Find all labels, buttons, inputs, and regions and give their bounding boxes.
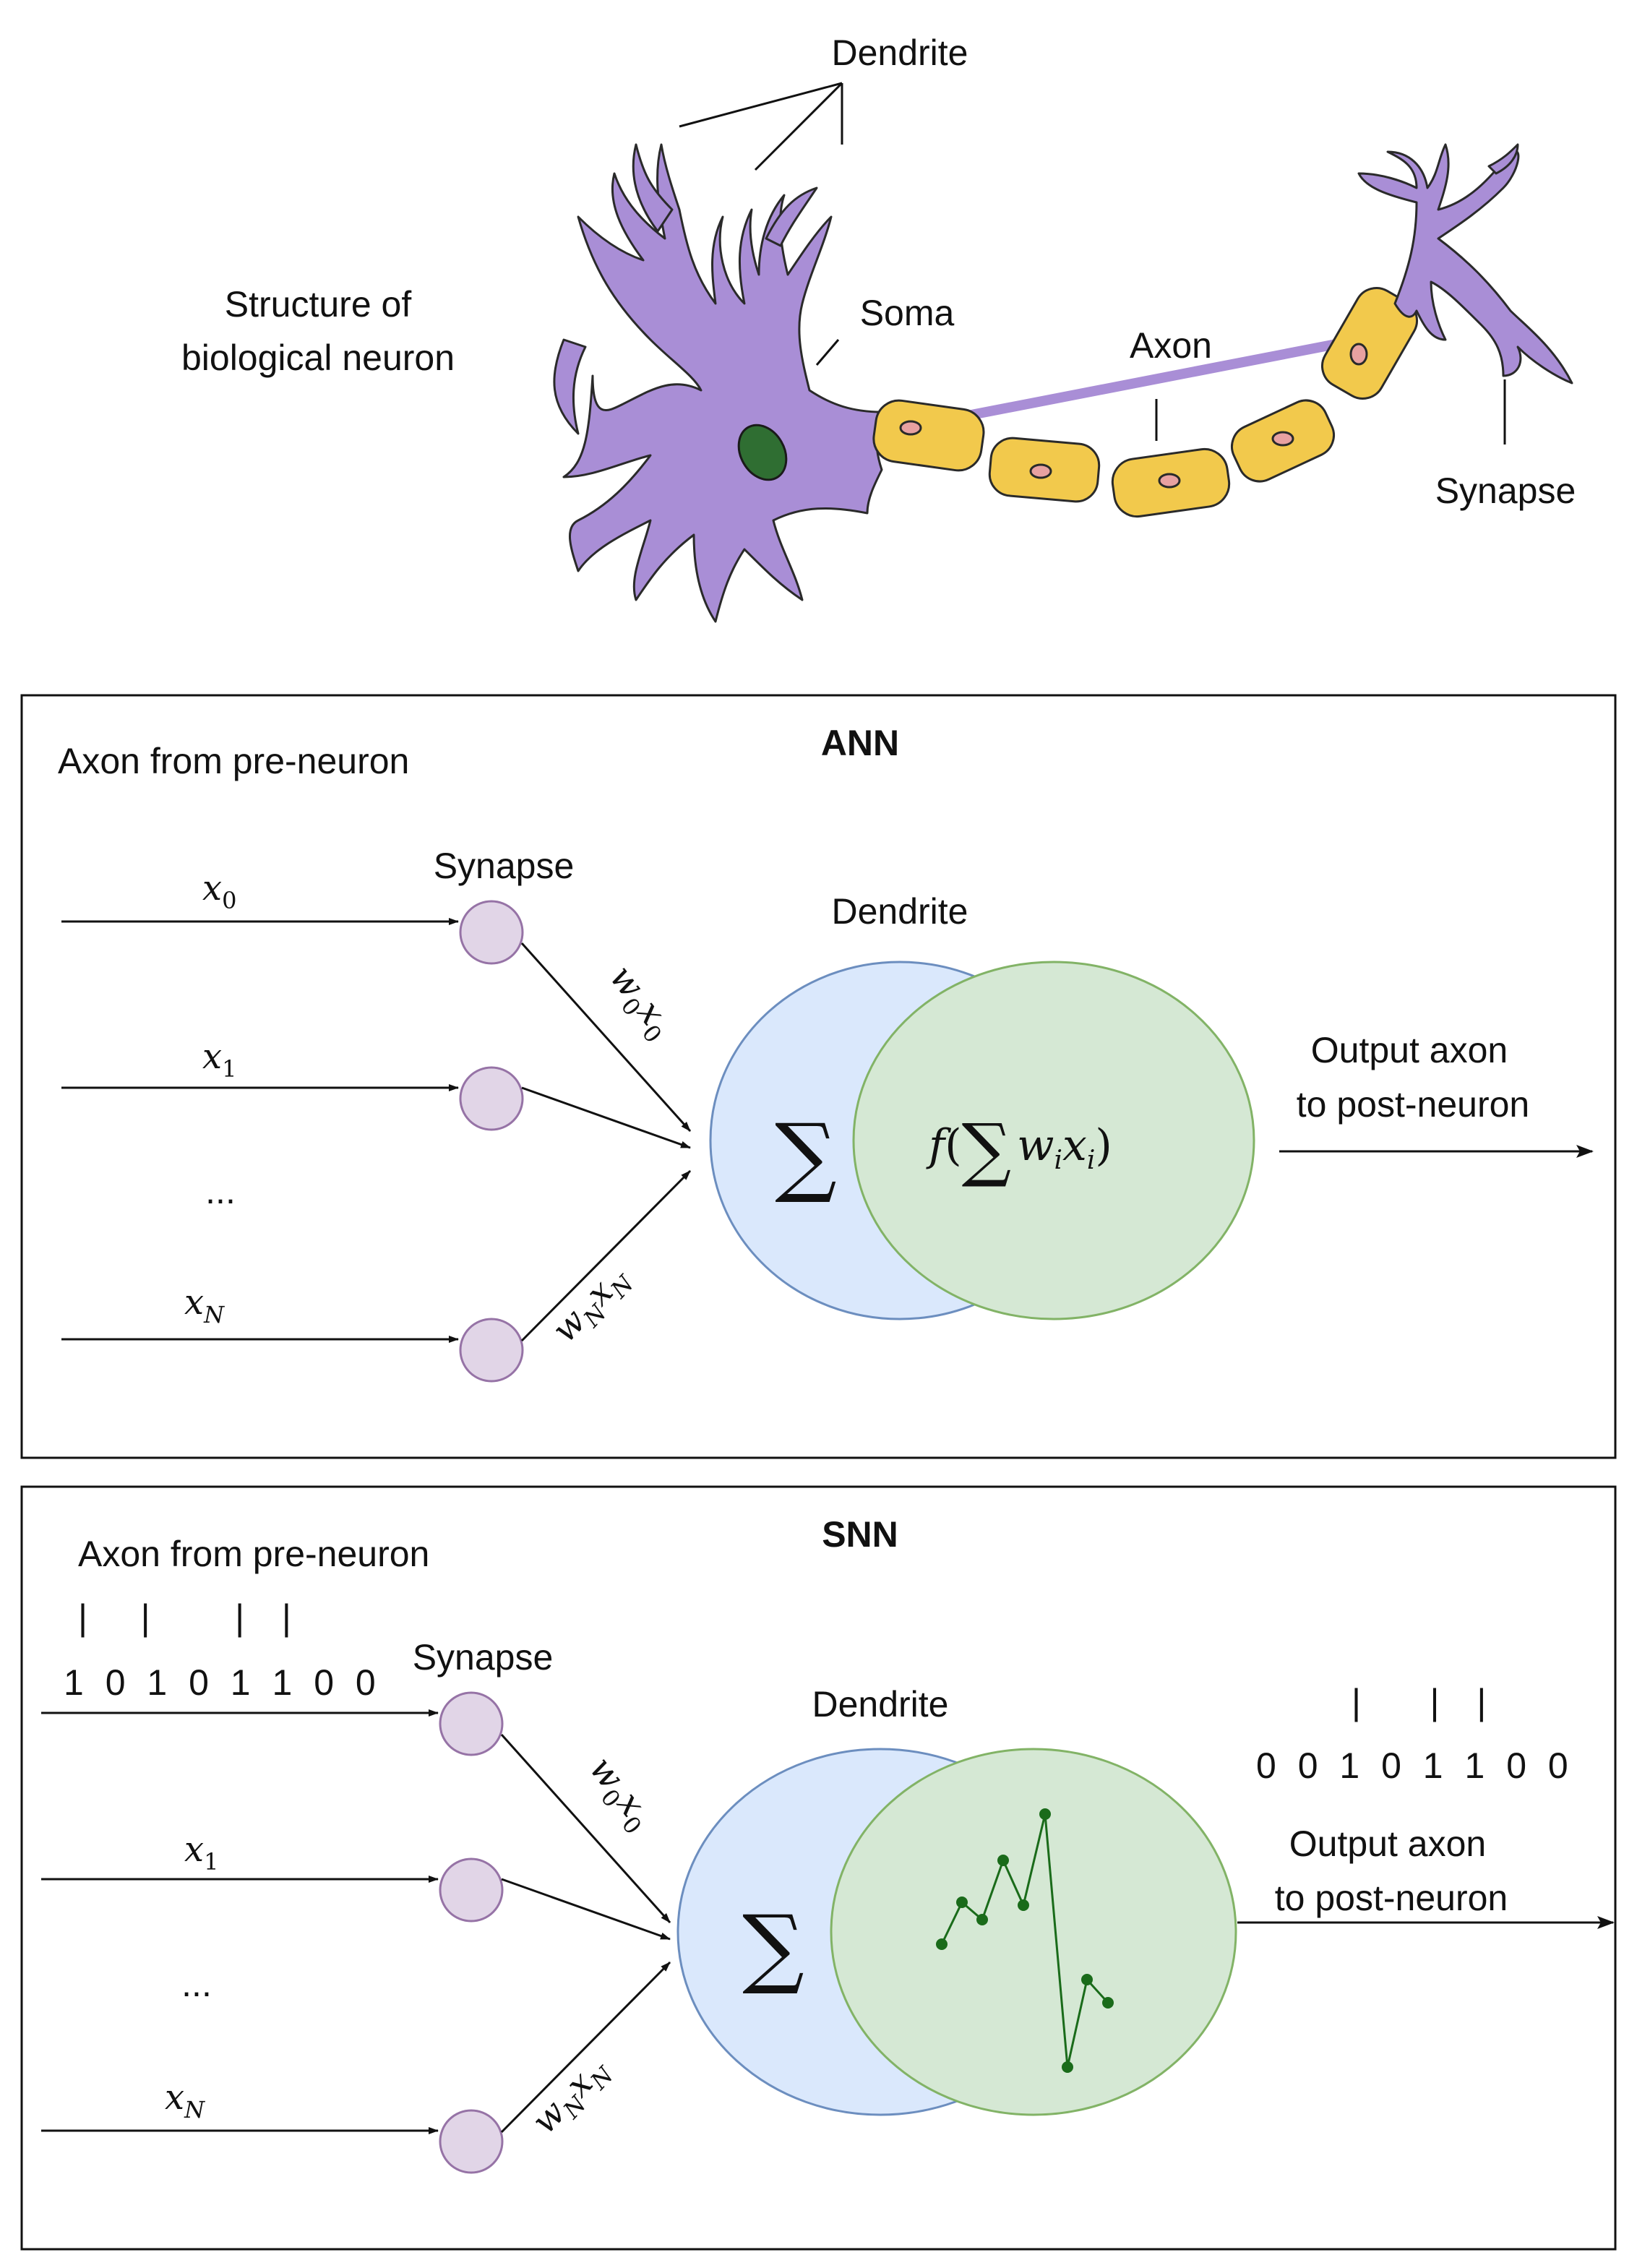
ann-ellipsis: ... [205,1171,236,1211]
ann-x1-label: x1 [202,1036,236,1083]
ann-synapse-label: Synapse [434,846,575,886]
snn-out-spike-marks: | | | [1352,1682,1492,1722]
bio-synapse-label: Synapse [1435,471,1576,511]
snn-dendrite-label: Dendrite [812,1684,949,1724]
trace-point [936,1938,948,1950]
snn-frame [20,1485,1617,2251]
snn-axon-label: Axon from pre-neuron [78,1534,429,1574]
ann-activation-circle [852,961,1255,1320]
ann-synapse-node-0 [459,900,524,965]
ann-frame [20,694,1617,1459]
ann-weight-arrow-1 [521,1086,691,1149]
snn-membrane-trace [936,1808,1114,2073]
trace-point [1018,1899,1029,1911]
snn-synapse-node-N [439,2109,504,2174]
snn-out-bits: 0 0 1 0 1 1 0 0 [1256,1745,1574,1786]
ann-synapse-node-N [459,1318,524,1383]
bio-axon-label: Axon [1130,325,1212,366]
trace-point [1062,2061,1073,2073]
ann-sum-symbol: ∑ [775,1106,837,1206]
ann-panel: ANN Axon from pre-neuron Synapse Dendrit… [20,694,1617,1459]
ann-weight-arrow-0 [520,942,692,1133]
snn-weight-arrow-0 [500,1733,671,1924]
trace-point [997,1855,1009,1866]
snn-activation-circle [830,1748,1237,2116]
biological-neuron-section: Structure of biological neuron [181,33,1576,623]
bio-title-line1: Structure of [225,284,412,325]
snn-weight-arrow-1 [501,1878,671,1941]
trace-point [976,1914,988,1925]
ann-axon-label: Axon from pre-neuron [58,741,409,781]
snn-spike-bits: 1 0 1 0 1 1 0 0 [64,1662,382,1703]
ann-output-line1: Output axon [1311,1030,1508,1070]
ann-title: ANN [821,723,899,763]
ann-x0-label: x0 [202,868,236,914]
ann-output-line2: to post-neuron [1297,1084,1529,1125]
snn-xN-label: xN [165,2077,205,2123]
ann-synapse-node-1 [459,1066,524,1131]
ann-xN-label: xN [184,1282,225,1328]
ann-activation-formula: f(∑wixi) [926,1109,1112,1190]
trace-point [1081,1974,1093,1985]
snn-synapse-node-1 [439,1857,504,1923]
snn-synapse-node-0 [439,1691,504,1756]
snn-ellipsis: ... [181,1964,212,2004]
snn-weight-arrow-N [500,1961,671,2134]
ann-w0x0-label: w0x0 [597,958,682,1048]
snn-output-line2: to post-neuron [1275,1878,1508,1918]
neuron-cell-body [553,143,883,623]
snn-panel: SNN Axon from pre-neuron | | | | 1 0 1 0… [20,1485,1617,2251]
snn-output-line1: Output axon [1289,1824,1486,1864]
bio-dendrite-label: Dendrite [832,33,968,73]
trace-point [956,1897,968,1908]
ann-weight-arrow-N [520,1169,692,1342]
bio-soma-label: Soma [860,293,955,333]
trace-point [1039,1808,1051,1820]
snn-x1-label: x1 [184,1829,218,1876]
nucleus-shape [737,424,788,481]
snn-spike-marks: | | | | [78,1597,297,1638]
snn-synapse-label: Synapse [413,1637,554,1678]
snn-w0x0-label: w0x0 [577,1749,661,1839]
bio-title-line2: biological neuron [181,338,455,378]
snn-sum-symbol: ∑ [742,1897,804,1998]
bio-leader-lines [679,82,1506,444]
axon-myelin [872,287,1418,518]
axon-terminal [1357,143,1573,385]
ann-dendrite-label: Dendrite [832,891,968,932]
trace-point [1102,1997,1114,2009]
snn-title: SNN [822,1514,898,1555]
